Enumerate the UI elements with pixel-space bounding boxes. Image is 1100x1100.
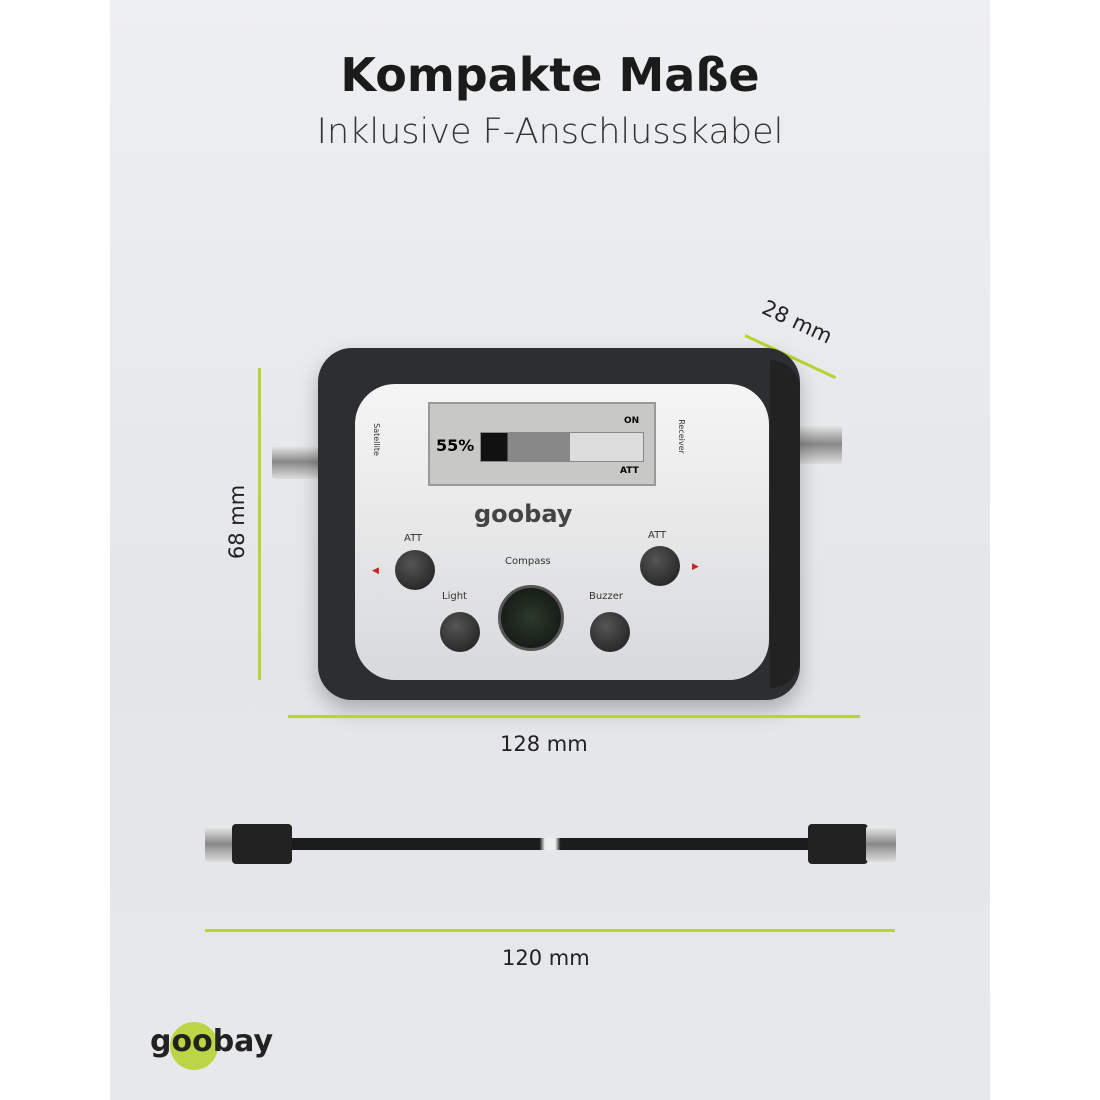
satellite-label: Satellite	[371, 423, 381, 456]
signal-bar-fill	[481, 433, 571, 461]
page-title: Kompakte Maße	[340, 48, 760, 102]
att-left-label: ATT	[404, 533, 423, 544]
compass-icon	[498, 585, 564, 651]
width-label: 128 mm	[500, 732, 588, 756]
cable-connector-right	[866, 826, 896, 862]
compass-label: Compass	[505, 556, 551, 567]
footer-logo: goobay	[150, 1024, 274, 1059]
height-line	[258, 368, 261, 680]
cable	[290, 838, 810, 850]
device-logo: goobay	[474, 500, 573, 528]
att-right-button[interactable]	[640, 546, 680, 586]
lcd-att-label: ATT	[620, 466, 639, 476]
att-right-label: ATT	[648, 530, 667, 541]
buzzer-label: Buzzer	[589, 591, 623, 602]
cable-length-label: 120 mm	[502, 946, 590, 970]
right-arrow-icon: ▶	[692, 562, 699, 572]
lcd-on-label: ON	[624, 416, 640, 426]
buzzer-button[interactable]	[590, 612, 630, 652]
signal-bar	[480, 432, 644, 462]
left-arrow-icon: ◀	[372, 566, 379, 576]
page-subtitle: Inklusive F-Anschlusskabel	[316, 112, 784, 152]
cable-connector-left	[205, 826, 235, 862]
cable-plug-right	[808, 824, 868, 864]
satellite-connector	[272, 445, 322, 479]
light-button[interactable]	[440, 612, 480, 652]
receiver-label: Receiver	[676, 419, 686, 454]
cable-plug-left	[232, 824, 292, 864]
light-label: Light	[442, 591, 467, 602]
logo-blob	[170, 1022, 218, 1070]
cable-length-line	[205, 929, 895, 932]
width-line	[288, 715, 860, 718]
device-side	[770, 360, 800, 688]
receiver-connector	[796, 424, 842, 464]
lcd-display: 55% ON ATT	[428, 402, 656, 486]
att-left-button[interactable]	[395, 550, 435, 590]
signal-percent: 55%	[436, 436, 475, 455]
height-label: 68 mm	[225, 484, 250, 560]
